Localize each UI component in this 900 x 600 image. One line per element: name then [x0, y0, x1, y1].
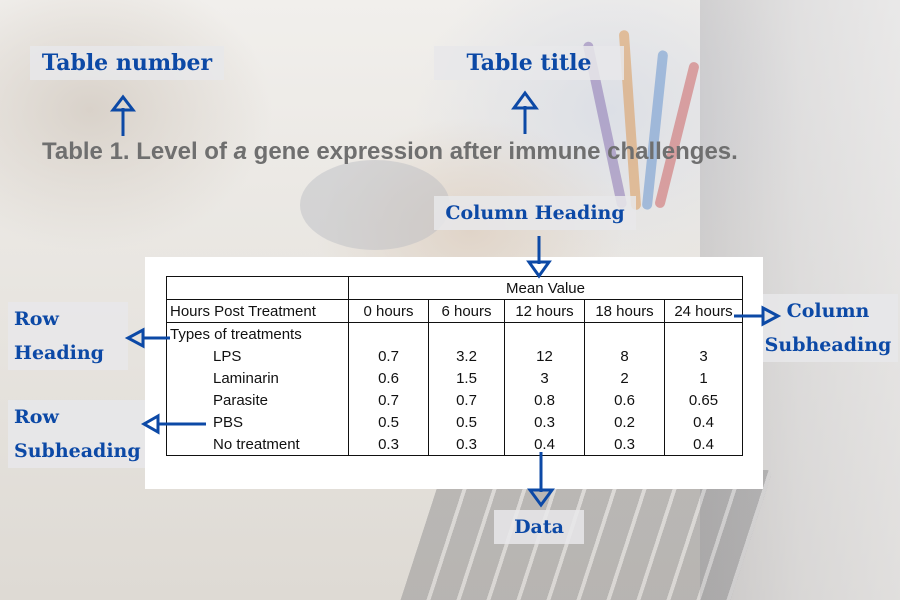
data-cell: 0.2 — [584, 411, 665, 433]
data-cell: 0.65 — [664, 389, 743, 411]
group-label-row: Types of treatments — [166, 322, 743, 345]
column-subheading-line-1: Column — [786, 300, 870, 322]
keyboard-blur — [397, 470, 773, 600]
data-cell: 0.4 — [664, 433, 743, 456]
empty-cell — [664, 322, 743, 345]
row-heading-line-2: Heading — [14, 342, 104, 364]
data-cell: 1.5 — [428, 367, 505, 389]
data-cell: 0.7 — [348, 345, 429, 367]
table-row: LPS 0.7 3.2 12 8 3 — [166, 345, 743, 367]
data-cell: 0.7 — [348, 389, 429, 411]
data-cell: 1 — [664, 367, 743, 389]
row-subheading-line-2: Subheading — [14, 440, 141, 462]
column-subheading-label: Column Subheading — [758, 294, 898, 362]
column-heading-label: Column Heading — [434, 196, 636, 230]
row-name-cell: PBS — [166, 411, 349, 433]
table-row: Laminarin 0.6 1.5 3 2 1 — [166, 367, 743, 389]
column-header-row: Hours Post Treatment 0 hours 6 hours 12 … — [166, 299, 743, 323]
data-cell: 0.3 — [504, 411, 585, 433]
data-cell: 0.3 — [428, 433, 505, 456]
table-panel: Mean Value Hours Post Treatment 0 hours … — [145, 257, 763, 489]
column-header-cell: 18 hours — [584, 299, 665, 323]
row-heading-label: Row Heading — [8, 302, 128, 370]
row-name-cell: No treatment — [166, 433, 349, 456]
data-cell: 0.3 — [348, 433, 429, 456]
stub-header-cell: Hours Post Treatment — [166, 299, 349, 323]
column-header-cell: 12 hours — [504, 299, 585, 323]
empty-cell — [584, 322, 665, 345]
data-cell: 12 — [504, 345, 585, 367]
empty-corner-cell — [166, 276, 349, 300]
table-row: Parasite 0.7 0.7 0.8 0.6 0.65 — [166, 389, 743, 411]
data-table: Mean Value Hours Post Treatment 0 hours … — [166, 276, 743, 456]
data-cell: 0.5 — [428, 411, 505, 433]
row-subheading-line-1: Row — [14, 406, 59, 428]
data-cell: 0.6 — [584, 389, 665, 411]
data-cell: 0.4 — [504, 433, 585, 456]
table-title-label: Table title — [434, 46, 624, 80]
empty-cell — [348, 322, 429, 345]
row-heading-line-1: Row — [14, 308, 59, 330]
data-cell: 0.8 — [504, 389, 585, 411]
data-cell: 3.2 — [428, 345, 505, 367]
column-header-cell: 24 hours — [664, 299, 743, 323]
table-caption: Table 1. Level of a gene expression afte… — [42, 138, 862, 166]
column-header-cell: 6 hours — [428, 299, 505, 323]
column-header-cell: 0 hours — [348, 299, 429, 323]
sleeve-blur — [300, 160, 450, 250]
row-name-cell: Parasite — [166, 389, 349, 411]
data-cell: 3 — [664, 345, 743, 367]
data-cell: 3 — [504, 367, 585, 389]
data-cell: 0.6 — [348, 367, 429, 389]
data-cell: 8 — [584, 345, 665, 367]
data-cell: 0.7 — [428, 389, 505, 411]
caption-italic: a — [233, 138, 247, 165]
data-cell: 0.3 — [584, 433, 665, 456]
caption-prefix: Table 1. Level of — [42, 138, 234, 165]
table-row: No treatment 0.3 0.3 0.4 0.3 0.4 — [166, 433, 743, 456]
table-row: PBS 0.5 0.5 0.3 0.2 0.4 — [166, 411, 743, 433]
table-number-label: Table number — [30, 46, 224, 80]
row-subheading-label: Row Subheading — [8, 400, 162, 468]
row-name-cell: LPS — [166, 345, 349, 367]
data-cell: 0.5 — [348, 411, 429, 433]
empty-cell — [428, 322, 505, 345]
data-label: Data — [494, 510, 584, 544]
empty-cell — [504, 322, 585, 345]
spanning-header-row: Mean Value — [166, 276, 743, 300]
column-subheading-line-2: Subheading — [764, 334, 892, 356]
group-label-cell: Types of treatments — [166, 322, 349, 345]
spanning-header-cell: Mean Value — [348, 276, 743, 300]
row-name-cell: Laminarin — [166, 367, 349, 389]
caption-suffix: gene expression after immune challenges. — [246, 138, 738, 165]
data-cell: 0.4 — [664, 411, 743, 433]
data-cell: 2 — [584, 367, 665, 389]
